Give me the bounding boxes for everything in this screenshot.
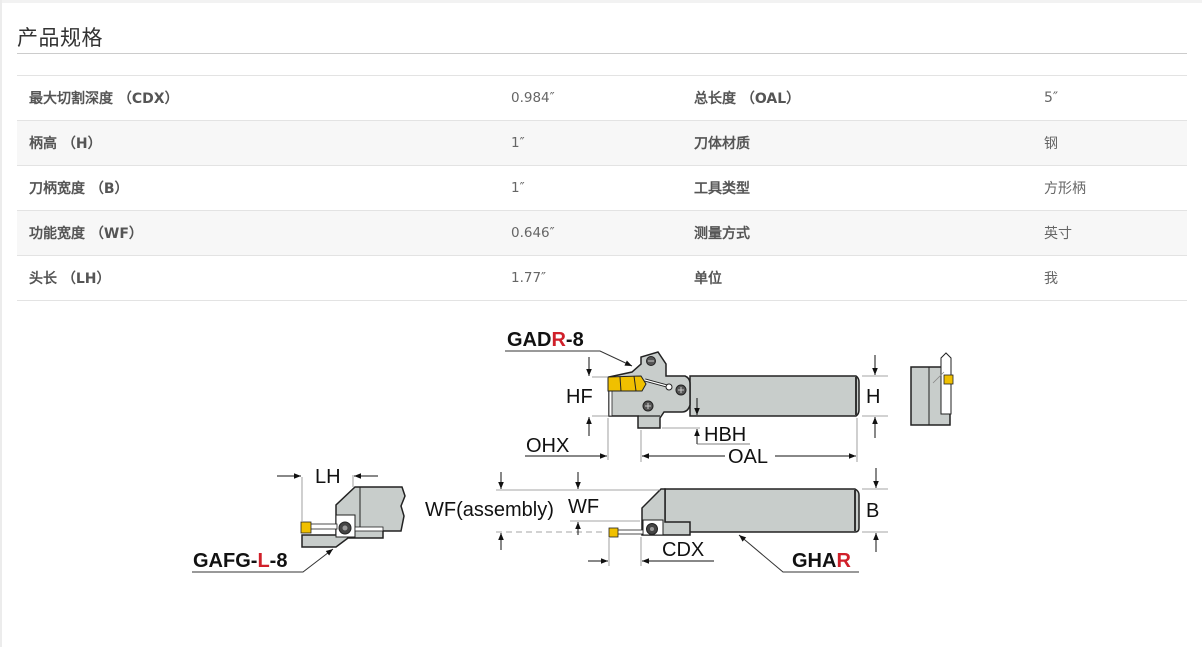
spec-row: 头长 （LH） 1.77″ 单位 我 (17, 256, 1187, 301)
dim-label-ohx: OHX (526, 435, 569, 457)
spec-value: 0.984″ (511, 90, 555, 106)
spec-table: 最大切割深度 （CDX） 0.984″ 总长度 （OAL） 5″ 柄高 （H） … (17, 75, 1187, 301)
spec-label: 单位 (694, 271, 722, 287)
gadr-shank (689, 375, 860, 417)
spec-row: 功能宽度 （WF） 0.646″ 测量方式 英寸 (17, 210, 1187, 256)
ghar-tool-top-view: WF(assembly) WF B CDX GHAR (425, 468, 888, 573)
gadr-insert (607, 375, 647, 392)
spec-label: 头长 （LH） (29, 271, 111, 287)
spec-value: 方形柄 (1044, 181, 1086, 197)
spec-label: 刀体材质 (694, 136, 750, 152)
part-label-gafg: GAFG-L-8 (193, 550, 287, 572)
spec-value: 我 (1044, 271, 1058, 287)
screw-icon (642, 356, 687, 412)
spec-row: 刀柄宽度 （B） 1″ 工具类型 方形柄 (17, 166, 1187, 211)
dim-label-b: B (866, 500, 879, 522)
dim-label-hf: HF (566, 386, 593, 408)
spec-label: 刀柄宽度 （B） (29, 181, 129, 197)
tool-dimension-diagram: GADR-8 HF H OHX HBH OAL (192, 329, 954, 573)
spec-label: 柄高 （H） (29, 136, 102, 152)
spec-label: 测量方式 (694, 226, 750, 242)
spec-value: 钢 (1044, 136, 1058, 152)
spec-value: 0.646″ (511, 225, 555, 241)
spec-row: 柄高 （H） 1″ 刀体材质 钢 (17, 120, 1187, 166)
dim-label-wf-assembly: WF(assembly) (425, 499, 554, 521)
spec-label: 功能宽度 （WF） (29, 226, 143, 242)
page-frame-top (0, 0, 1202, 3)
ghar-shank (664, 488, 860, 533)
spec-label: 工具类型 (694, 181, 750, 197)
spec-value: 1″ (511, 135, 525, 151)
dim-label-lh: LH (315, 466, 341, 488)
ghar-insert (608, 527, 619, 538)
part-label-gadr: GADR-8 (507, 329, 584, 351)
gadr-tool-end-view (910, 352, 954, 426)
part-label-ghar: GHAR (792, 550, 851, 572)
spec-value: 英寸 (1044, 226, 1072, 242)
gafg-tool-view: LH GAFG-L-8 (192, 466, 406, 573)
title-divider (17, 53, 1187, 54)
spec-row: 最大切割深度 （CDX） 0.984″ 总长度 （OAL） 5″ (17, 76, 1187, 121)
dim-label-hbh: HBH (704, 424, 746, 446)
spec-value: 5″ (1044, 90, 1059, 106)
spec-value: 1″ (511, 180, 525, 196)
spec-label: 总长度 （OAL） (694, 91, 801, 107)
dim-label-h: H (866, 386, 880, 408)
gadr-tool-side-view: GADR-8 HF H OHX HBH OAL (505, 329, 888, 468)
dim-label-oal: OAL (728, 446, 768, 468)
dim-label-cdx: CDX (662, 539, 704, 561)
gafg-insert (300, 521, 312, 534)
page-frame-left (0, 0, 2, 647)
gadr-head (608, 351, 691, 429)
spec-value: 1.77″ (511, 270, 547, 286)
section-title: 产品规格 (17, 26, 103, 50)
dim-label-wf: WF (568, 496, 599, 518)
spec-label: 最大切割深度 （CDX） (29, 91, 179, 107)
